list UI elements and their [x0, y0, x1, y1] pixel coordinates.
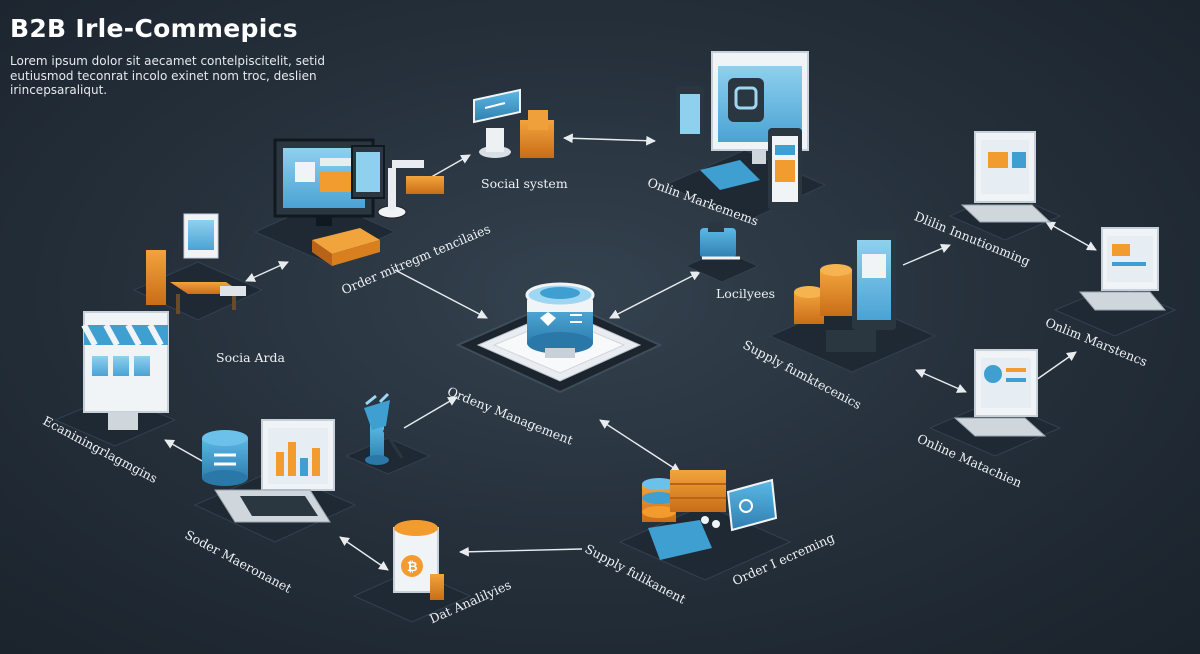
connector-arrow [1045, 221, 1097, 251]
central-hub[interactable] [455, 282, 663, 394]
online-marketing-right-cluster[interactable] [1053, 227, 1177, 337]
package-icon [670, 470, 726, 512]
online-marketing-cluster[interactable] [663, 51, 827, 223]
robot-arm-icon [377, 160, 444, 219]
connector-arrow [902, 243, 951, 266]
keyboard-icon [700, 160, 760, 190]
online-matching-cluster[interactable] [928, 349, 1062, 457]
coin-stack-icon [794, 264, 852, 324]
connector-arrow [339, 536, 389, 571]
storefront-cluster[interactable] [53, 311, 177, 447]
connector-arrow [459, 546, 583, 557]
order-screening-cluster[interactable] [618, 470, 792, 581]
supply-functions-cluster[interactable] [768, 230, 937, 373]
data-analytics-cluster[interactable]: ₿ [352, 520, 472, 623]
monitor-cluster[interactable] [253, 138, 444, 266]
online-innovation-cluster[interactable] [948, 131, 1062, 241]
social-arda-cluster[interactable] [132, 213, 264, 321]
connector-arrow [394, 269, 488, 319]
connector-arrow [403, 396, 458, 429]
connector-arrow [599, 419, 681, 473]
package-icon [312, 228, 380, 266]
logistics-cluster[interactable] [684, 222, 760, 283]
social-system-cluster[interactable] [473, 88, 554, 158]
database-server-icon [525, 282, 595, 358]
robot-arm-icon [364, 392, 404, 465]
connector-arrow [245, 261, 289, 282]
card-reader-icon [648, 520, 712, 560]
wallet-icon [826, 330, 876, 352]
tablet-icon [351, 145, 385, 199]
order-management-left-cluster[interactable] [193, 419, 357, 543]
storefront-icon [81, 311, 169, 430]
page-title: B2B Irle-Commepics [10, 14, 298, 43]
robot-arm-cluster[interactable] [344, 392, 432, 475]
label-social-arda: Socia Arda [216, 350, 285, 365]
cart-icon [700, 222, 740, 260]
tablet-icon [852, 230, 896, 330]
connector-arrow [563, 133, 656, 146]
laptop-icon [1078, 227, 1167, 311]
coin-jar-icon: ₿ [393, 520, 444, 600]
package-icon [520, 110, 554, 158]
connector-arrow [164, 439, 205, 463]
desktop-monitor-icon [711, 51, 809, 164]
connector-arrow [1035, 351, 1077, 381]
label-logistics: Locilyees [716, 286, 776, 301]
connector-arrow [915, 369, 967, 393]
svg-text:₿: ₿ [407, 559, 418, 574]
connector-arrow [609, 271, 701, 319]
connector-arrow [425, 154, 471, 181]
smartphone-icon [676, 86, 802, 210]
label-social-system: Social system [481, 176, 568, 191]
database-icon [202, 430, 248, 486]
laptop-icon [214, 419, 335, 523]
signpost-icon [473, 88, 521, 158]
laptop-icon [953, 349, 1047, 437]
page-subtitle: Lorem ipsum dolor sit aecamet contelpisc… [10, 54, 325, 97]
laptop-icon [960, 131, 1052, 223]
credit-card-icon [726, 478, 778, 532]
